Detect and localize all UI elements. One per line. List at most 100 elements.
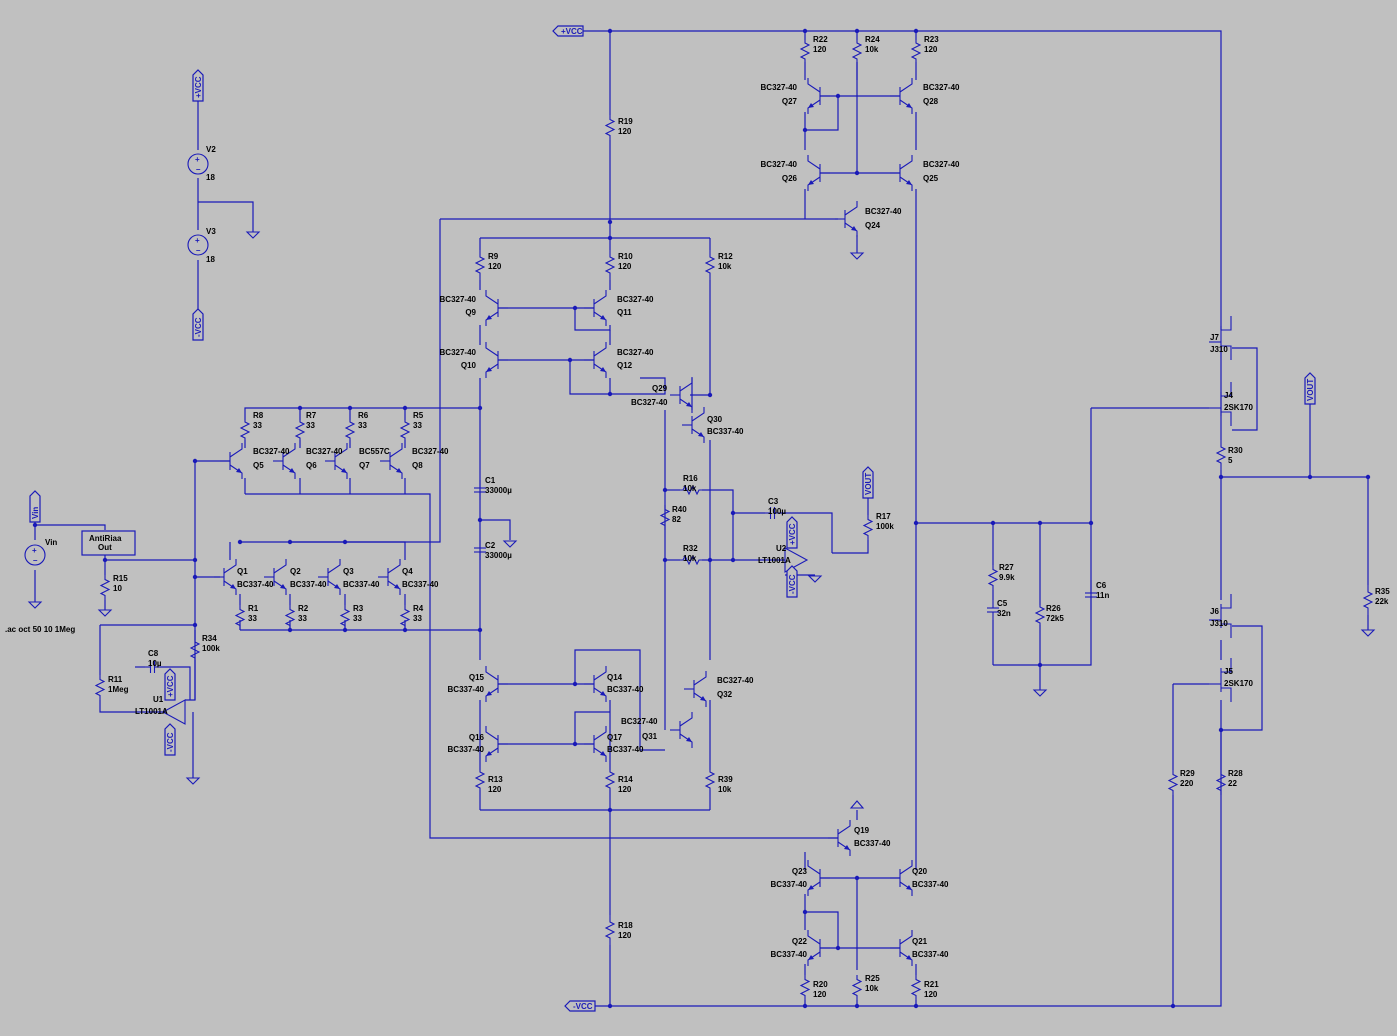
resistor-r35-ref: R35	[1375, 587, 1390, 596]
transistor-q28-model: BC327-40	[923, 83, 960, 92]
transistor-q12-model: BC327-40	[617, 348, 654, 357]
transistor-q29-model: BC327-40	[631, 398, 668, 407]
net-flag-vcc-neg	[564, 1000, 596, 1012]
transistor-q12-ref: Q12	[617, 361, 633, 370]
transistor-q30-ref: Q30	[707, 415, 723, 424]
resistor-r5-ref: R5	[413, 411, 424, 420]
resistor-r23	[910, 40, 922, 62]
transistor-q11	[584, 290, 607, 326]
resistor-r3	[339, 605, 351, 630]
capacitor-c3	[765, 507, 780, 519]
transistor-q17-ref: Q17	[607, 733, 623, 742]
resistor-r3-ref: R3	[353, 604, 364, 613]
resistor-r28-value: 22	[1228, 779, 1237, 788]
transistor-q3	[318, 559, 341, 595]
transistor-q15	[485, 666, 508, 702]
transistor-q22-model: BC337-40	[771, 950, 808, 959]
transistor-q25-ref: Q25	[923, 174, 939, 183]
spice-directive: .ac oct 50 10 1Meg	[5, 625, 75, 634]
net-flag-vcc-pos	[552, 25, 584, 37]
resistor-r20-value: 120	[813, 990, 827, 999]
resistor-r13-ref: R13	[488, 775, 503, 784]
transistor-q26-ref: Q26	[782, 174, 798, 183]
resistor-r19-ref: R19	[618, 117, 633, 126]
resistor-r24-ref: R24	[865, 35, 880, 44]
resistor-r16-ref: R16	[683, 474, 698, 483]
resistor-r7	[294, 420, 306, 440]
fet-j5-ref: J5	[1224, 667, 1233, 676]
transistor-q10-ref: Q10	[461, 361, 477, 370]
resistor-r11	[94, 675, 106, 700]
resistor-r40-value: 82	[672, 515, 681, 524]
transistor-q21-model: BC337-40	[912, 950, 949, 959]
capacitor-c3-value: 100µ	[768, 507, 786, 516]
resistor-r8	[239, 420, 251, 440]
transistor-q29-ref: Q29	[652, 384, 668, 393]
resistor-r40-ref: R40	[672, 505, 687, 514]
source-v2: +–	[187, 153, 209, 175]
resistor-r2-ref: R2	[298, 604, 309, 613]
transistor-q8-ref: Q8	[412, 461, 423, 470]
transistor-q9	[485, 290, 508, 326]
resistor-r13	[474, 770, 486, 790]
resistor-r6-ref: R6	[358, 411, 369, 420]
svg-text:–: –	[196, 165, 201, 174]
resistor-r22	[799, 40, 811, 62]
resistor-r29	[1167, 770, 1179, 795]
transistor-q6-model: BC327-40	[306, 447, 343, 456]
capacitor-c1-value: 33000µ	[485, 486, 512, 495]
transistor-q2-model: BC337-40	[290, 580, 327, 589]
resistor-r29-value: 220	[1180, 779, 1194, 788]
resistor-r22-value: 120	[813, 45, 827, 54]
wires	[32, 28, 1371, 1009]
resistor-r23-value: 120	[924, 45, 938, 54]
net-flag-u1-vcc-pos	[164, 668, 176, 701]
transistor-q2-ref: Q2	[290, 567, 301, 576]
capacitor-c2	[474, 540, 486, 560]
transistor-q30	[682, 407, 705, 443]
transistor-q20	[890, 860, 913, 896]
fet-j6	[1209, 594, 1232, 638]
net-flag-u1-vcc-neg-label: -VCC	[166, 732, 175, 752]
transistor-q27	[807, 78, 830, 114]
resistor-r27-ref: R27	[999, 563, 1014, 572]
capacitor-c5-value: 32n	[997, 609, 1011, 618]
transistor-q1-model: BC337-40	[237, 580, 274, 589]
net-flag-v2-vcc-pos	[192, 69, 204, 102]
resistor-r8-value: 33	[253, 421, 262, 430]
net-flag-v3-vcc-neg	[192, 308, 204, 341]
resistor-r10	[604, 250, 616, 280]
opamp-u2	[784, 547, 809, 573]
ground-symbol	[185, 777, 201, 785]
transistor-q14-model: BC337-40	[607, 685, 644, 694]
resistor-r15-value: 10	[113, 584, 122, 593]
transistor-q25-model: BC327-40	[923, 160, 960, 169]
net-flag-vin	[29, 490, 41, 523]
net-flag-v2-vcc-pos-label: +VCC	[194, 76, 203, 98]
resistor-r24	[851, 40, 863, 62]
fet-j7-ref: J7	[1210, 333, 1219, 342]
resistor-r12-value: 10k	[718, 262, 732, 271]
svg-text:–: –	[196, 246, 201, 255]
transistor-q14	[584, 666, 607, 702]
resistor-r17-value: 100k	[876, 522, 894, 531]
capacitor-c6-ref: C6	[1096, 581, 1107, 590]
resistor-r5-value: 33	[413, 421, 422, 430]
resistor-r2	[284, 605, 296, 630]
transistor-q32	[684, 671, 707, 707]
resistor-r20	[799, 975, 811, 1000]
resistor-r19	[604, 115, 616, 140]
fet-j5-model: 2SK170	[1224, 679, 1253, 688]
resistor-r26-value: 72k5	[1046, 614, 1064, 623]
antiriaa-out-pin: Out	[98, 543, 112, 552]
fet-j4-ref: J4	[1224, 391, 1233, 400]
resistor-r22-ref: R22	[813, 35, 828, 44]
transistor-q27-model: BC327-40	[761, 83, 798, 92]
transistor-q5-ref: Q5	[253, 461, 264, 470]
transistor-q15-ref: Q15	[469, 673, 485, 682]
antiriaa-title: AntiRiaa	[89, 534, 122, 543]
resistor-r21	[910, 975, 922, 1000]
capacitor-c5	[987, 600, 999, 620]
transistor-q7	[325, 443, 348, 479]
resistor-r23-ref: R23	[924, 35, 939, 44]
